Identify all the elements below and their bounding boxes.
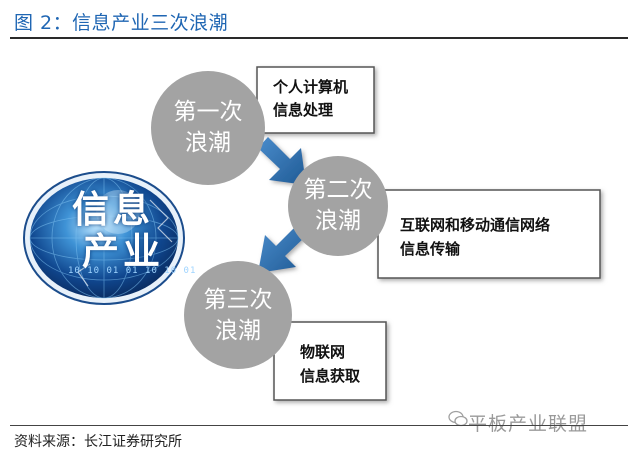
wave1-label-line2: 浪潮 [153, 128, 263, 159]
wave1-box-line1: 个人计算机 [273, 76, 348, 98]
wave3-label-line2: 浪潮 [183, 316, 293, 347]
globe-label-line1: 信息 [72, 188, 154, 232]
wave3-box-line1: 物联网 [300, 341, 345, 363]
wave1-box-line2: 信息处理 [273, 99, 333, 121]
globe-binary-text: 10 10 01 01 10 10 01 [68, 266, 196, 276]
wave3-box-line2: 信息获取 [300, 365, 360, 387]
wave2-box-line1: 互联网和移动通信网络 [400, 214, 550, 236]
wave2-label-line1: 第二次 [283, 175, 393, 206]
source-note: 资料来源：长江证券研究所 [14, 431, 182, 451]
wave2-label-line2: 浪潮 [283, 206, 393, 237]
wave1-label-line1: 第一次 [153, 97, 263, 128]
footer-rule [10, 425, 628, 426]
wave2-box-line2: 信息传输 [400, 238, 460, 260]
watermark-text: 平板产业联盟 [468, 409, 588, 436]
wave3-label-line1: 第三次 [183, 285, 293, 316]
